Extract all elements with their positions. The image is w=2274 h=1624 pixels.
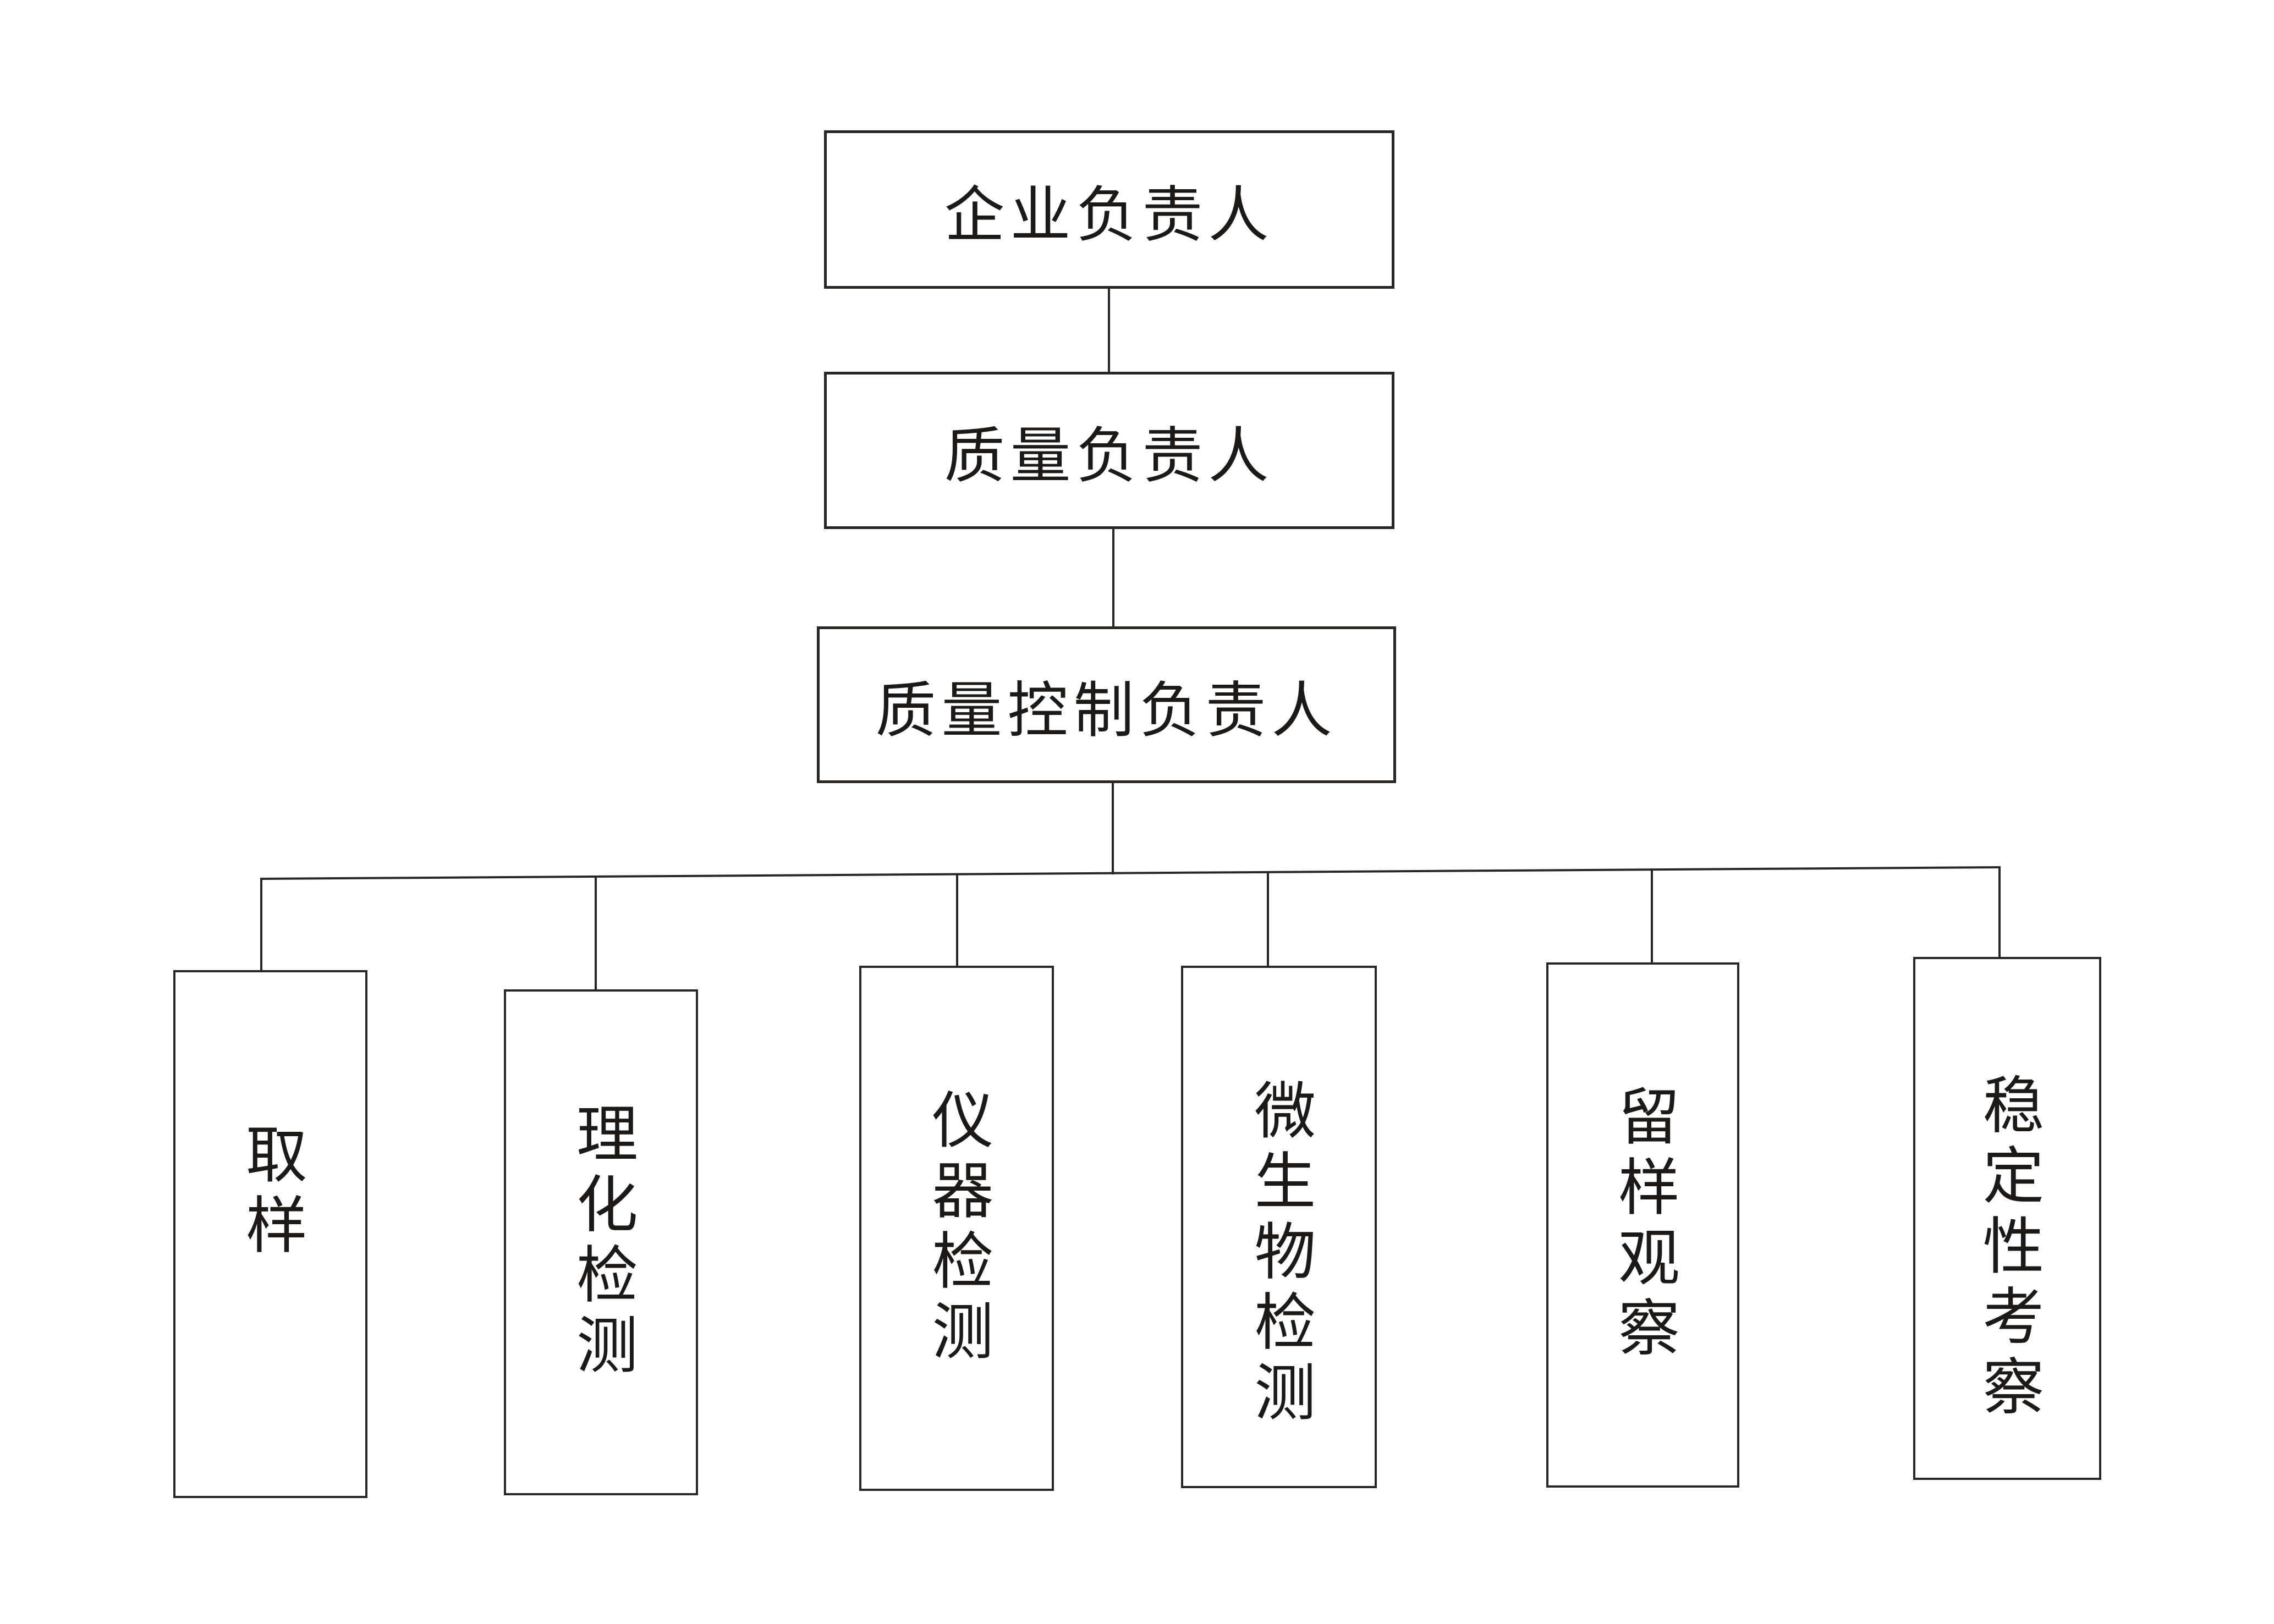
connector-rail <box>261 866 2000 880</box>
node-dept-physicochemical-testing: 理化检测 <box>504 989 698 1495</box>
node-enterprise-head-label: 企业负责人 <box>944 182 1275 249</box>
node-dept-sampling-label: 取样 <box>236 1122 305 1263</box>
node-quality-head-label: 质量负责人 <box>944 423 1275 490</box>
node-quality-head: 质量负责人 <box>824 372 1394 529</box>
node-dept-microbiological-testing: 微生物检测 <box>1181 966 1377 1488</box>
node-dept-physicochemical-testing-label: 理化检测 <box>567 1102 635 1383</box>
node-dept-instrument-testing: 仪器检测 <box>859 966 1054 1491</box>
node-enterprise-head: 企业负责人 <box>824 130 1394 289</box>
node-dept-sampling: 取样 <box>173 970 367 1498</box>
node-dept-instrument-testing-label: 仪器检测 <box>922 1087 991 1369</box>
node-dept-retained-sample-observation: 留样观察 <box>1546 962 1739 1488</box>
node-quality-control-head: 质量控制负责人 <box>817 626 1396 783</box>
node-quality-control-head-label: 质量控制负责人 <box>875 677 1338 745</box>
node-dept-stability-study: 稳定性考察 <box>1913 957 2101 1480</box>
node-dept-retained-sample-observation-label: 留样观察 <box>1608 1084 1677 1366</box>
node-dept-microbiological-testing-label: 微生物检测 <box>1245 1078 1314 1430</box>
node-dept-stability-study-label: 稳定性考察 <box>1973 1072 2042 1425</box>
